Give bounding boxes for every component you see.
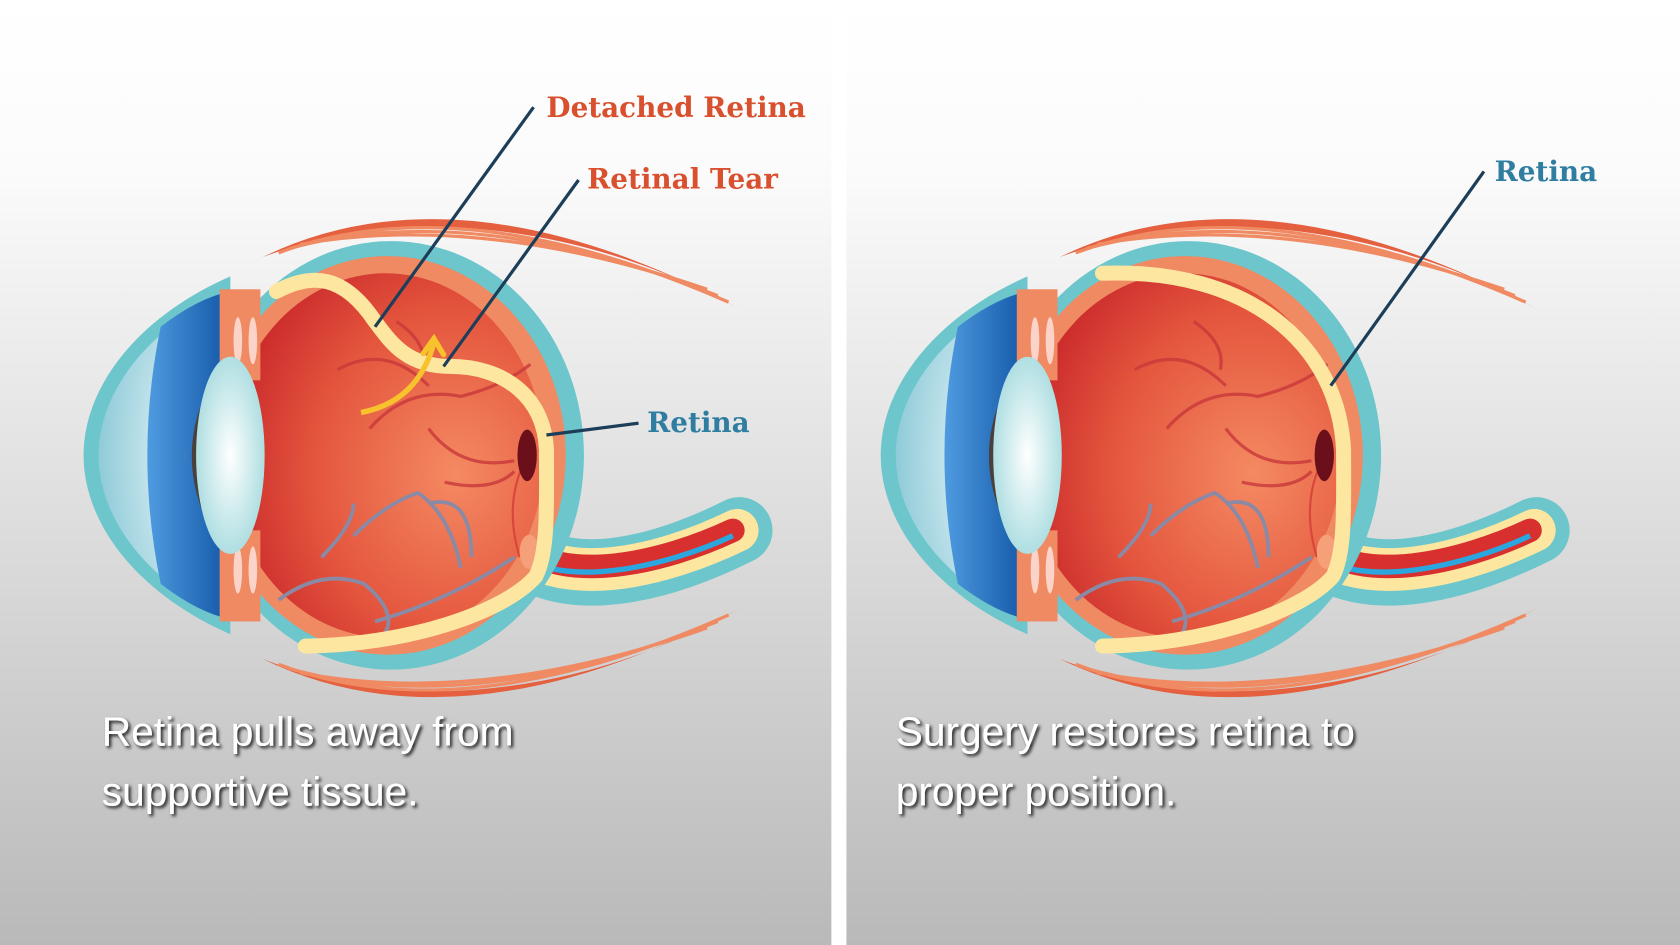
left-eye-illustration: [84, 219, 740, 697]
retinal-tear-leader: [442, 179, 580, 368]
panel-divider: [831, 0, 847, 945]
detached-retina-label: Detached Retina: [546, 91, 805, 124]
retinal-tear-label: Retinal Tear: [587, 163, 778, 196]
right-eye-illustration: [881, 219, 1537, 697]
attached-retina-layer: [1095, 265, 1352, 654]
right-retina-label: Retina: [1495, 155, 1598, 188]
right-caption-line-2: proper position.: [896, 769, 1177, 815]
right-retina-leader: [1329, 170, 1486, 387]
left-retina-leader: [546, 421, 639, 437]
tear-arrowhead-icon: [420, 333, 447, 358]
left-caption-line-1: Retina pulls away from: [102, 709, 514, 755]
detached-retina-layer: [268, 272, 555, 654]
left-caption-line-2: supportive tissue.: [102, 769, 419, 815]
left-retina-label: Retina: [647, 406, 750, 439]
detached-retina-leader: [373, 106, 535, 328]
right-caption-line-1: Surgery restores retina to: [896, 709, 1355, 755]
tear-arrow-icon: [360, 342, 437, 416]
